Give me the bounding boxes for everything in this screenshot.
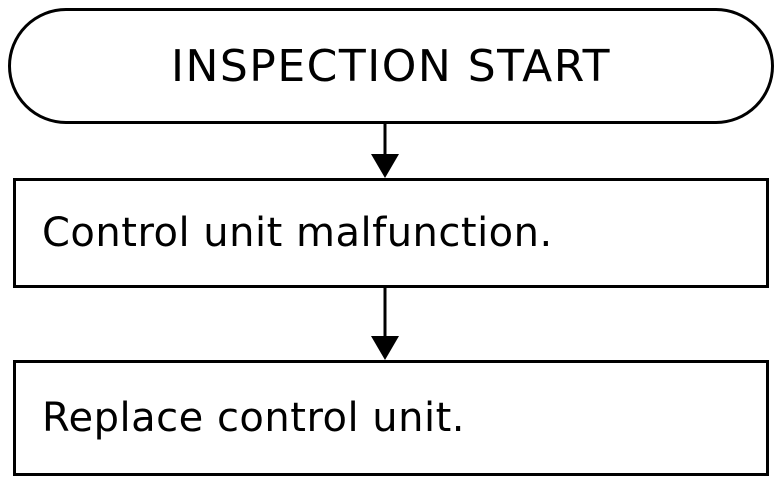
connector-start-to-step1 xyxy=(371,124,399,178)
inspection-start-terminal: INSPECTION START xyxy=(8,8,774,124)
replace-control-unit-box: Replace control unit. xyxy=(13,360,769,476)
inspection-start-label: INSPECTION START xyxy=(170,40,611,92)
connector-step1-to-step2 xyxy=(371,288,399,360)
replace-control-unit-label: Replace control unit. xyxy=(42,395,466,441)
arrowhead-down-icon xyxy=(371,336,399,360)
control-unit-malfunction-box: Control unit malfunction. xyxy=(13,178,769,288)
arrowhead-down-icon xyxy=(371,154,399,178)
control-unit-malfunction-label: Control unit malfunction. xyxy=(42,210,553,256)
